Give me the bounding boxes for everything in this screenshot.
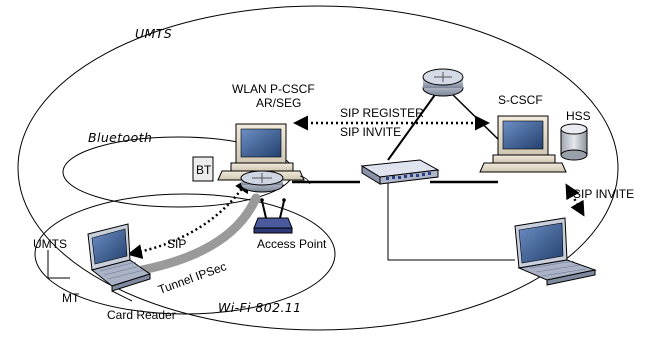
sip-arrow: [127, 177, 250, 259]
card-reader-label: Card Reader: [107, 308, 176, 322]
sip-invite-right-label: SIP INVITE: [573, 187, 634, 201]
hss-database: [560, 123, 588, 161]
umts-card-connector: [47, 250, 70, 279]
scscf-label: S-CSCF: [498, 93, 543, 107]
hss-label: HSS: [566, 109, 591, 123]
pcscf-workstation: [217, 123, 311, 185]
remote-laptop: [514, 217, 597, 286]
switch: [360, 159, 440, 185]
scscf-workstation: [479, 115, 567, 173]
card-reader-connector: [111, 290, 133, 302]
sip-invite-right-arrow: [565, 183, 585, 217]
ar-seg-label: AR/SEG: [256, 96, 301, 110]
access-point-label: Access Point: [257, 237, 327, 251]
access-point: [253, 198, 293, 234]
umts-label: UMTS: [135, 26, 172, 41]
mt-laptop: [87, 223, 152, 292]
sip-register-label: SIP REGISTER: [340, 106, 424, 120]
pcscf-label: WLAN P-CSCF: [232, 82, 315, 96]
bt-box: [192, 156, 214, 182]
link-switch-laptop: [387, 175, 515, 261]
bt-label: BT: [196, 163, 212, 177]
core-router: [422, 68, 464, 97]
umts-card-label: UMTS: [33, 237, 67, 251]
sip-invite-label: SIP INVITE: [340, 125, 401, 139]
link-router-scscf: [449, 91, 503, 144]
bluetooth-label: Bluetooth: [88, 130, 152, 145]
wifi-label: Wi-Fi 802.11: [218, 300, 302, 315]
ar-router: [240, 170, 284, 193]
sip-label: SIP: [167, 237, 186, 251]
mt-label: MT: [62, 291, 80, 305]
umts-network-ellipse: [17, 5, 619, 331]
ipsec-tunnel-band: [137, 193, 261, 275]
